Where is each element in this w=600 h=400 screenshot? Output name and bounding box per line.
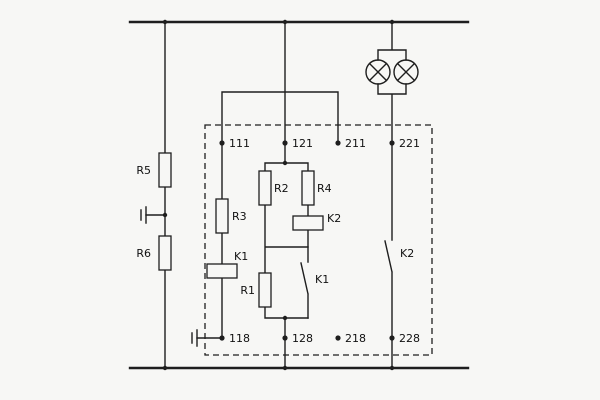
relay-coil-k2: K2 <box>292 212 341 231</box>
resistor-r3-label: R3 <box>232 210 247 223</box>
terminal-221-dot <box>389 140 395 146</box>
terminal-111-dot <box>219 140 225 146</box>
resistor-r1-label: R1 <box>240 284 255 297</box>
resistor-r1: R1 <box>240 272 272 308</box>
k1-contact-label: K1 <box>315 273 329 286</box>
terminal-221: 221 <box>389 137 420 150</box>
relay-coil-k1-label: K1 <box>234 250 248 263</box>
terminal-111-label: 111 <box>229 137 250 150</box>
resistor-r6-label: R6 <box>136 247 151 260</box>
terminal-128-dot <box>282 335 288 341</box>
resistor-r2: R2 <box>258 170 289 206</box>
earth-tap-icon-bottom <box>191 329 198 347</box>
terminal-111: 111 <box>219 137 250 150</box>
k2-contact: K2 <box>384 142 414 369</box>
resistor-r5-label: R5 <box>136 164 151 177</box>
resistor-r6: R6 <box>136 235 172 271</box>
terminal-118-dot <box>219 335 225 341</box>
k2-contact-label: K2 <box>400 247 414 260</box>
terminal-221-label: 221 <box>399 137 420 150</box>
relay-coil-k1: K1 <box>206 250 248 279</box>
terminal-211: 211 <box>335 137 366 150</box>
lamp-icon-left <box>365 59 391 85</box>
wire-left-branch <box>145 21 166 369</box>
wire-bridge-loop <box>221 91 339 144</box>
terminal-218: 218 <box>335 332 366 345</box>
terminal-228-dot <box>389 335 395 341</box>
wire-lamp-branch <box>377 21 407 144</box>
terminal-121-dot <box>282 140 288 146</box>
relay-coil-k2-label: K2 <box>327 212 341 225</box>
terminal-228: 228 <box>389 332 420 345</box>
resistor-r4: R4 <box>301 170 332 206</box>
terminal-218-label: 218 <box>345 332 366 345</box>
terminal-128-label: 128 <box>292 332 313 345</box>
terminal-211-dot <box>335 140 341 146</box>
terminal-211-label: 211 <box>345 137 366 150</box>
module-boundary-dashed-box <box>204 124 433 356</box>
resistor-r5: R5 <box>136 152 172 188</box>
terminal-121-label: 121 <box>292 137 313 150</box>
terminal-228-label: 228 <box>399 332 420 345</box>
resistor-r2-label: R2 <box>274 182 289 195</box>
wire-k1-branch <box>196 142 223 339</box>
terminal-128: 128 <box>282 332 313 345</box>
earth-tap-icon-top <box>140 206 147 224</box>
resistor-r3: R3 <box>215 198 247 234</box>
junction-dots <box>162 19 395 371</box>
terminal-118-label: 118 <box>229 332 250 345</box>
terminal-118: 118 <box>219 332 250 345</box>
lamp-icon-right <box>393 59 419 85</box>
terminal-218-dot <box>335 335 341 341</box>
resistor-r4-label: R4 <box>317 182 332 195</box>
terminal-121: 121 <box>282 137 313 150</box>
k1-contact: K1 <box>300 246 329 319</box>
